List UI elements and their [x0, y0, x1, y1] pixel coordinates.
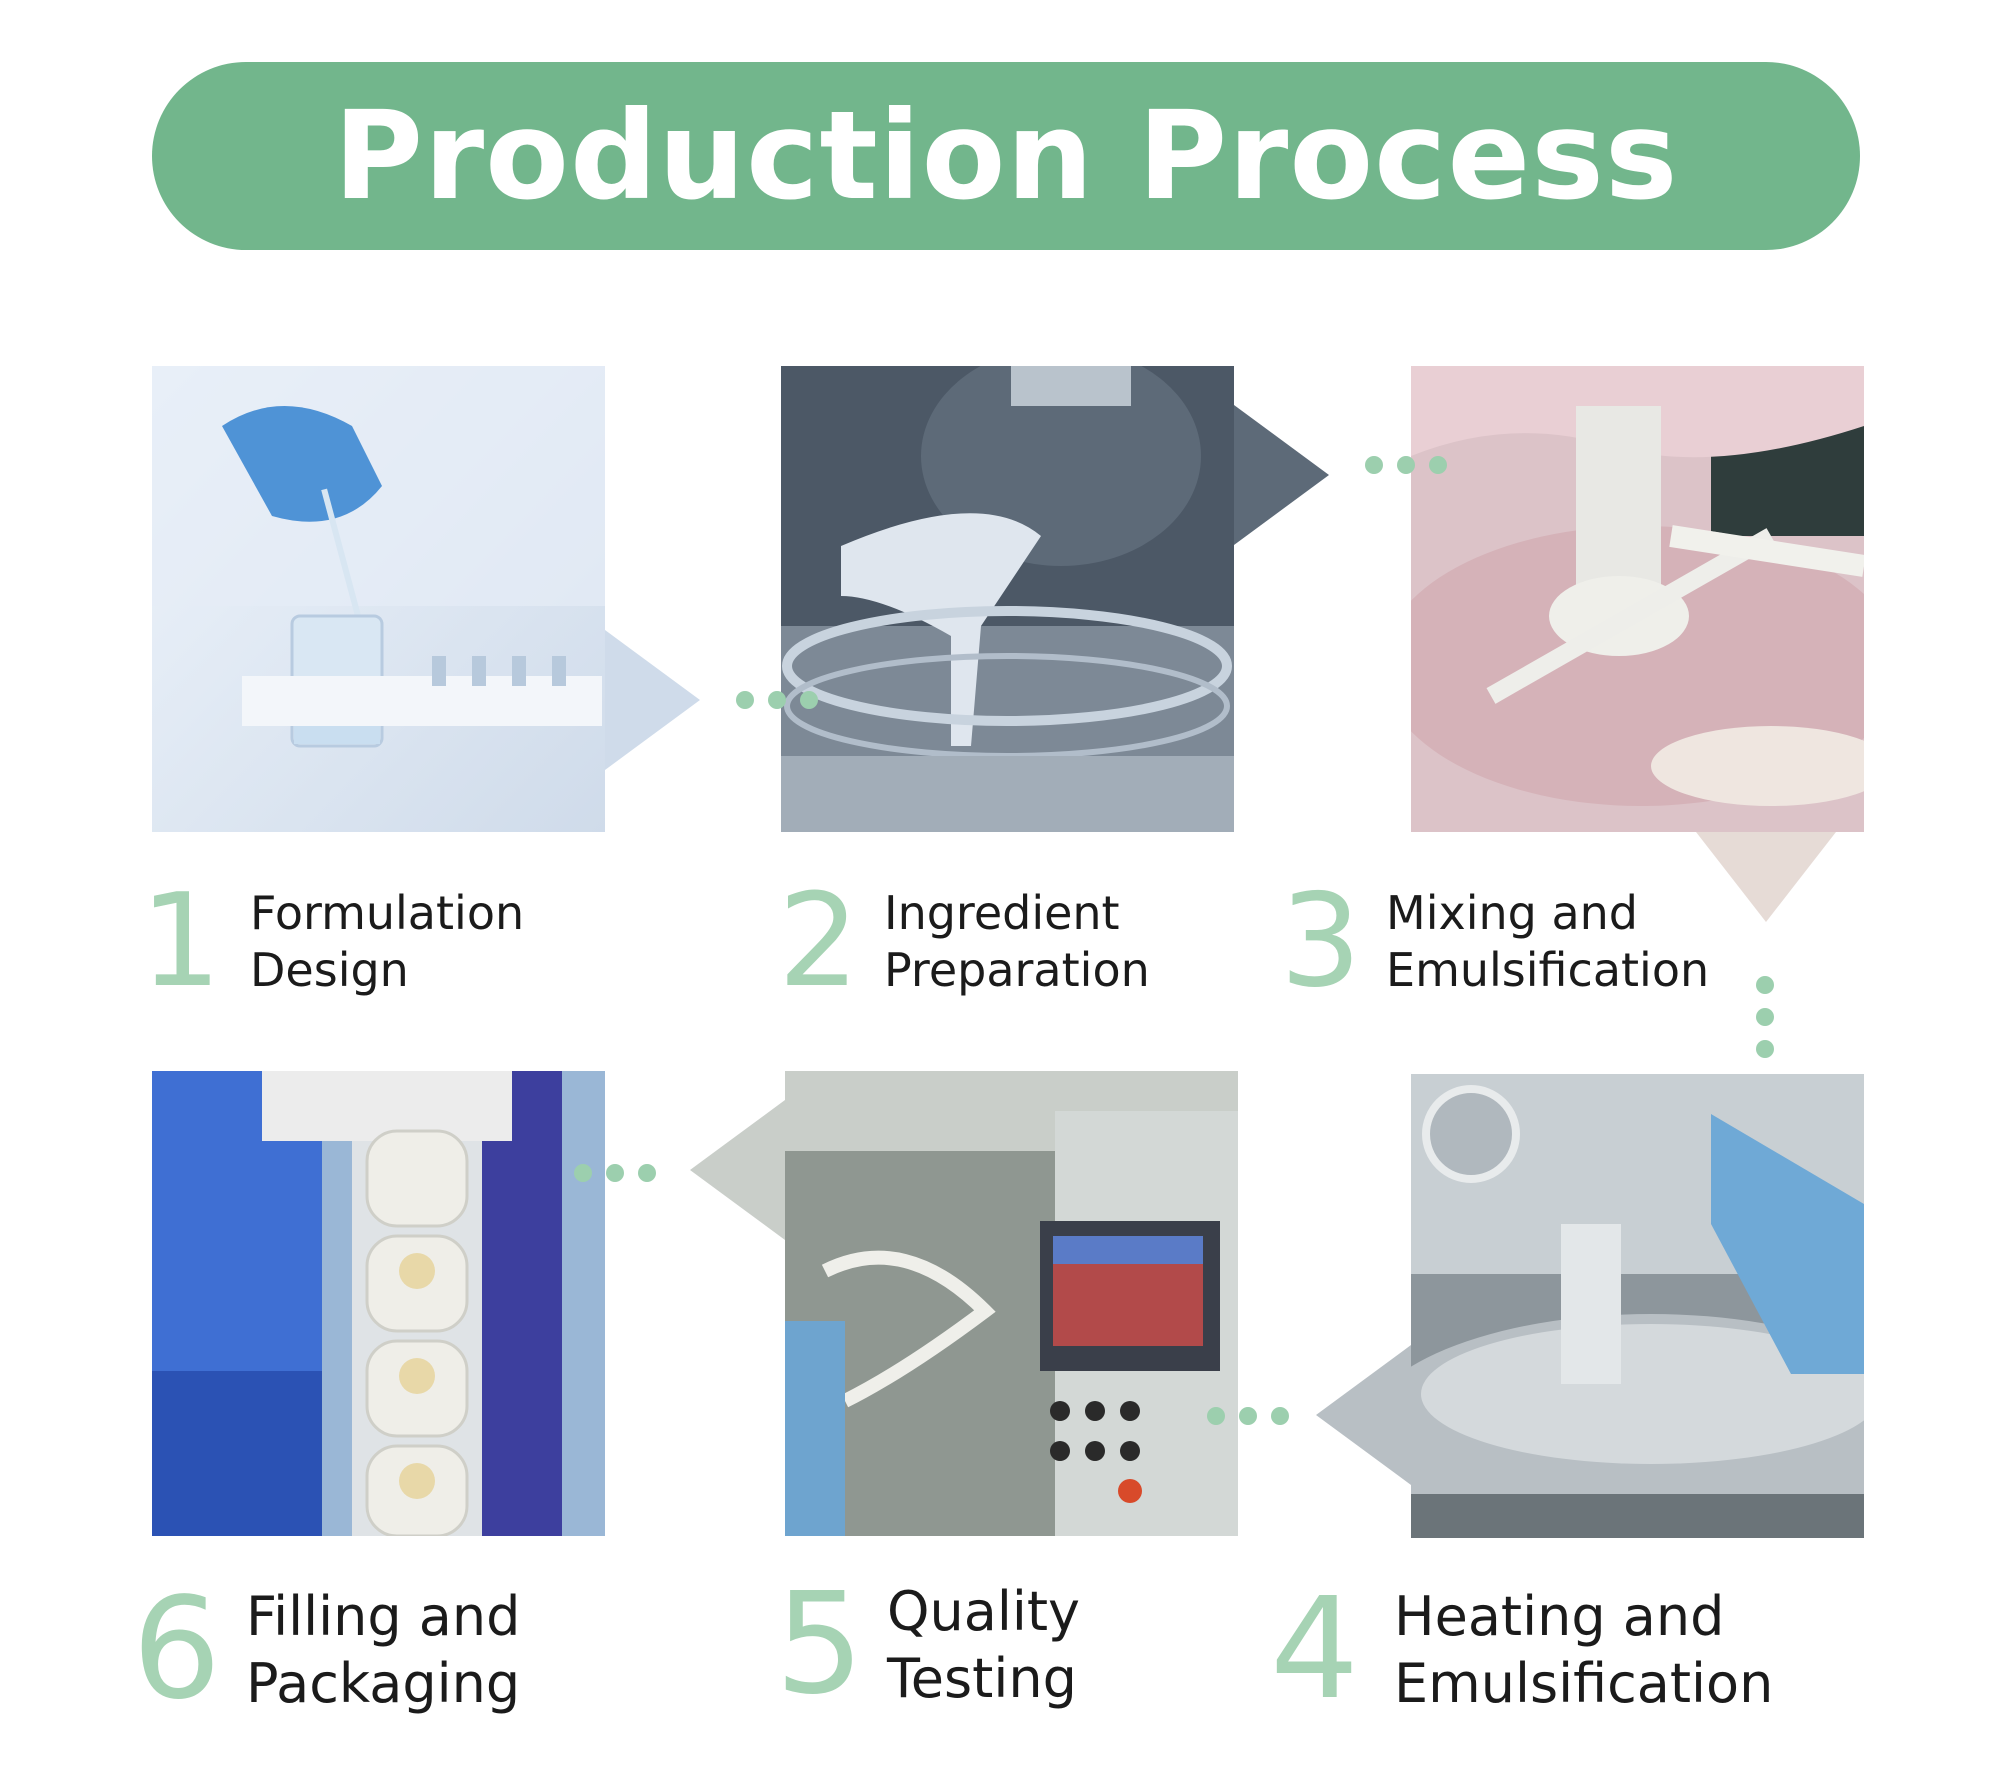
step-4-photo: [1411, 1074, 1864, 1538]
connector-dot: [1756, 1040, 1774, 1058]
step-4-label-line1: Heating and: [1394, 1584, 1725, 1648]
step-3-label-line1: Mixing and: [1386, 885, 1638, 940]
step-2-label: Ingredient Preparation: [884, 885, 1150, 1000]
connector-dot: [1239, 1407, 1257, 1425]
step-3-label: Mixing and Emulsification: [1386, 885, 1709, 1000]
connector-1-2: [736, 691, 818, 709]
step-6-photo: [152, 1071, 605, 1536]
step-5-label-line2: Testing: [887, 1647, 1077, 1710]
step-6: 6 Filling and Packaging: [132, 1580, 520, 1720]
page-title: Production Process: [333, 85, 1679, 227]
step-3-arrow-notch: [1696, 832, 1836, 922]
step-1-label-line1: Formulation: [250, 885, 525, 940]
connector-dot: [574, 1164, 592, 1182]
step-2: 2 Ingredient Preparation: [778, 878, 1150, 1006]
step-6-label-line1: Filling and: [246, 1584, 521, 1648]
connector-dot: [1365, 456, 1383, 474]
step-1-photo: [152, 366, 605, 832]
step-2-number: 2: [778, 867, 860, 1016]
connector-dot: [1397, 456, 1415, 474]
step-2-label-line1: Ingredient: [884, 885, 1120, 940]
step-1-arrow-notch: [605, 630, 700, 770]
connector-dot: [606, 1164, 624, 1182]
connector-2-3: [1365, 456, 1447, 474]
connector-5-6: [574, 1164, 656, 1182]
step-4-arrow-notch: [1316, 1345, 1411, 1485]
step-2-arrow-notch: [1234, 405, 1329, 545]
connector-dot: [1271, 1407, 1289, 1425]
connector-dot: [1429, 456, 1447, 474]
step-6-number: 6: [132, 1568, 222, 1731]
connector-dot: [1207, 1407, 1225, 1425]
connector-dot: [1756, 1008, 1774, 1026]
step-3-number: 3: [1280, 867, 1362, 1016]
step-5-photo: [785, 1071, 1238, 1536]
step-6-label: Filling and Packaging: [246, 1583, 520, 1718]
step-3: 3 Mixing and Emulsification: [1280, 878, 1709, 1006]
step-4-number: 4: [1270, 1568, 1360, 1731]
step-5-number: 5: [775, 1563, 865, 1726]
step-5-arrow-notch: [690, 1100, 785, 1240]
step-2-photo: [781, 366, 1234, 832]
title-banner: Production Process: [152, 62, 1860, 250]
connector-4-5: [1207, 1407, 1289, 1425]
step-2-label-line2: Preparation: [884, 943, 1150, 997]
step-5-label-line1: Quality: [887, 1579, 1080, 1643]
step-5: 5 Quality Testing: [775, 1575, 1080, 1715]
step-1-label-line2: Design: [250, 943, 409, 997]
step-4: 4 Heating and Emulsification: [1270, 1580, 1773, 1720]
step-3-label-line2: Emulsification: [1386, 943, 1710, 997]
connector-dot: [800, 691, 818, 709]
step-1: 1 Formulation Design: [140, 878, 524, 1006]
connector-dot: [736, 691, 754, 709]
step-1-label: Formulation Design: [250, 885, 524, 1000]
connector-dot: [638, 1164, 656, 1182]
connector-dot: [768, 691, 786, 709]
step-3-photo: [1411, 366, 1864, 832]
connector-dot: [1756, 976, 1774, 994]
step-5-label: Quality Testing: [887, 1578, 1080, 1713]
connector-3-4: [1756, 976, 1774, 1058]
step-4-label-line2: Emulsification: [1394, 1652, 1774, 1715]
step-4-label: Heating and Emulsification: [1394, 1583, 1773, 1718]
step-1-number: 1: [140, 867, 222, 1016]
step-6-label-line2: Packaging: [246, 1652, 521, 1715]
